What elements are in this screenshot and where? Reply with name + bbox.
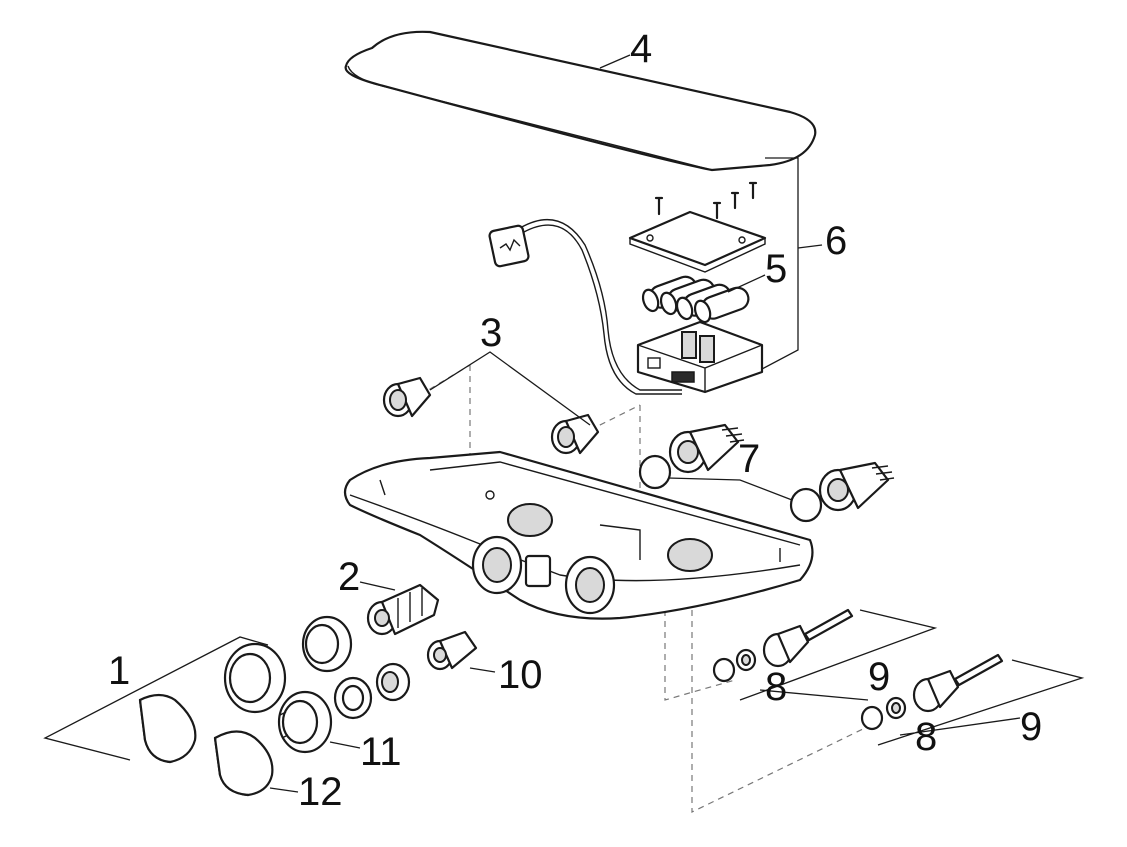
electronics-box xyxy=(636,320,764,394)
adapter-lower xyxy=(860,653,1004,731)
callout-11: 11 xyxy=(360,730,402,774)
gear-ring xyxy=(333,676,373,720)
handle-knob-upper xyxy=(138,693,197,764)
batteries: TENERGY xyxy=(641,275,750,324)
callout-7: 7 xyxy=(738,437,760,481)
connector-lower xyxy=(818,461,895,512)
cartridge-right xyxy=(550,413,600,455)
leader-3 xyxy=(429,351,591,426)
callout-6: 6 xyxy=(825,219,847,263)
main-housing xyxy=(343,450,814,620)
bracket-1 xyxy=(43,636,269,761)
cartridge-left xyxy=(382,376,432,418)
screws xyxy=(654,181,758,220)
rosette-lower xyxy=(277,690,333,754)
callout-8-upper: 8 xyxy=(765,665,787,709)
sensor-cable xyxy=(488,218,682,395)
callout-9-lower: 9 xyxy=(1020,705,1042,749)
callout-10: 10 xyxy=(498,653,543,697)
callout-3: 3 xyxy=(480,311,502,355)
leader-4 xyxy=(599,54,631,69)
callout-12: 12 xyxy=(298,770,343,814)
leader-10 xyxy=(469,667,496,673)
leader-12 xyxy=(269,787,299,793)
cover-plate xyxy=(344,30,817,172)
ring-small xyxy=(375,662,411,702)
leader-2 xyxy=(359,581,396,591)
o-ring-lower xyxy=(789,487,823,523)
battery-lid xyxy=(628,210,767,273)
handle-knob-lower xyxy=(213,730,274,797)
rosette-upper xyxy=(223,642,287,714)
callout-8-lower: 8 xyxy=(915,715,937,759)
leader-11 xyxy=(329,741,361,749)
bracket-6 xyxy=(744,157,799,379)
callout-9-upper: 9 xyxy=(868,655,890,699)
leader-6 xyxy=(797,244,823,249)
thermostat-cartridge xyxy=(366,583,440,636)
o-ring-upper xyxy=(638,454,672,490)
callout-2: 2 xyxy=(338,555,360,599)
bracket-9-lower xyxy=(877,659,1085,746)
connector-upper xyxy=(668,423,745,474)
valve-insert xyxy=(426,630,478,671)
leader-7 xyxy=(667,477,793,501)
adapter-upper xyxy=(712,608,854,683)
bracket-9-upper xyxy=(739,609,938,701)
callout-4: 4 xyxy=(630,27,652,71)
callout-1: 1 xyxy=(108,649,130,693)
callout-5: 5 xyxy=(765,247,787,291)
ring-upper xyxy=(301,615,353,673)
leader-5 xyxy=(727,274,766,293)
